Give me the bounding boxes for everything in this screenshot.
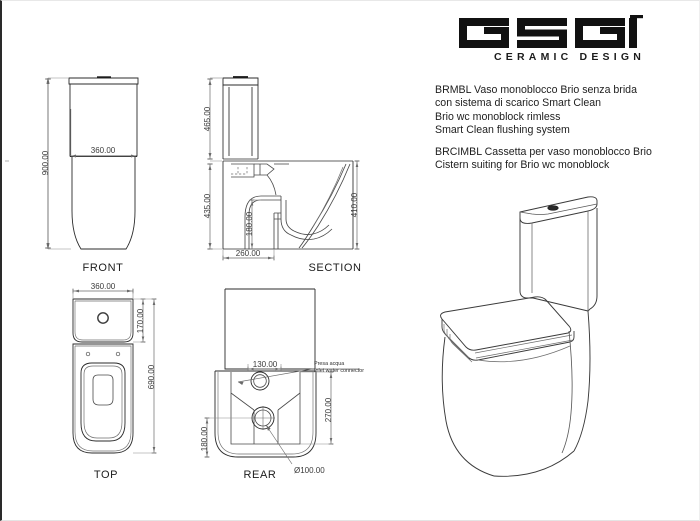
section-depth-dim: 260.00	[236, 249, 261, 258]
rear-view	[204, 288, 360, 465]
product-3d-render	[440, 196, 598, 477]
gsg-logo-icon	[459, 15, 643, 48]
inlet-annotation-it: Presa acqua	[314, 361, 344, 367]
section-bowl-height-dim: 435.00	[203, 193, 212, 218]
top-view-label: TOP	[94, 469, 118, 481]
front-view	[5, 76, 139, 250]
inlet-annotation-en: Inlet water connector	[314, 368, 364, 374]
section-view	[207, 76, 360, 261]
section-bowl-depth-dim: 410.00	[350, 192, 359, 217]
brand-tagline: CERAMIC DESIGN	[494, 51, 645, 63]
rear-outlet-height-dim: 180.00	[200, 426, 209, 451]
desc-line: Smart Clean flushing system	[435, 124, 570, 137]
rear-outlet-diameter-dim: Ø100.00	[294, 466, 325, 475]
product-description: BRMBL Vaso monoblocco Brio senza brida c…	[435, 84, 697, 172]
desc-line: Brio wc monoblock rimless	[435, 110, 561, 123]
front-width-dim: 360.00	[91, 146, 116, 155]
top-width-dim: 360.00	[91, 282, 116, 291]
top-cistern-depth-dim: 170.00	[136, 308, 145, 333]
desc-line: Cistern suiting for Brio wc monoblock	[435, 159, 610, 172]
section-trap-height-dim: 180.00	[245, 211, 254, 236]
top-total-depth-dim: 690.00	[147, 364, 156, 389]
desc-line: con sistema di scarico Smart Clean	[435, 97, 602, 110]
rear-view-label: REAR	[244, 469, 277, 481]
section-cistern-height-dim: 465.00	[203, 106, 212, 131]
front-height-dim: 900.00	[41, 150, 50, 175]
rear-inlet-height-dim: 270.00	[324, 397, 333, 422]
top-view	[72, 288, 157, 454]
desc-line: BRCIMBL Cassetta per vaso monoblocco Bri…	[435, 145, 652, 158]
section-view-label: SECTION	[308, 262, 361, 274]
brand-logo: CERAMIC DESIGN	[457, 15, 647, 67]
front-view-label: FRONT	[83, 262, 124, 274]
desc-line: BRMBL Vaso monoblocco Brio senza brida	[435, 84, 637, 96]
rear-inlet-offset-dim: 130.00	[253, 360, 278, 369]
